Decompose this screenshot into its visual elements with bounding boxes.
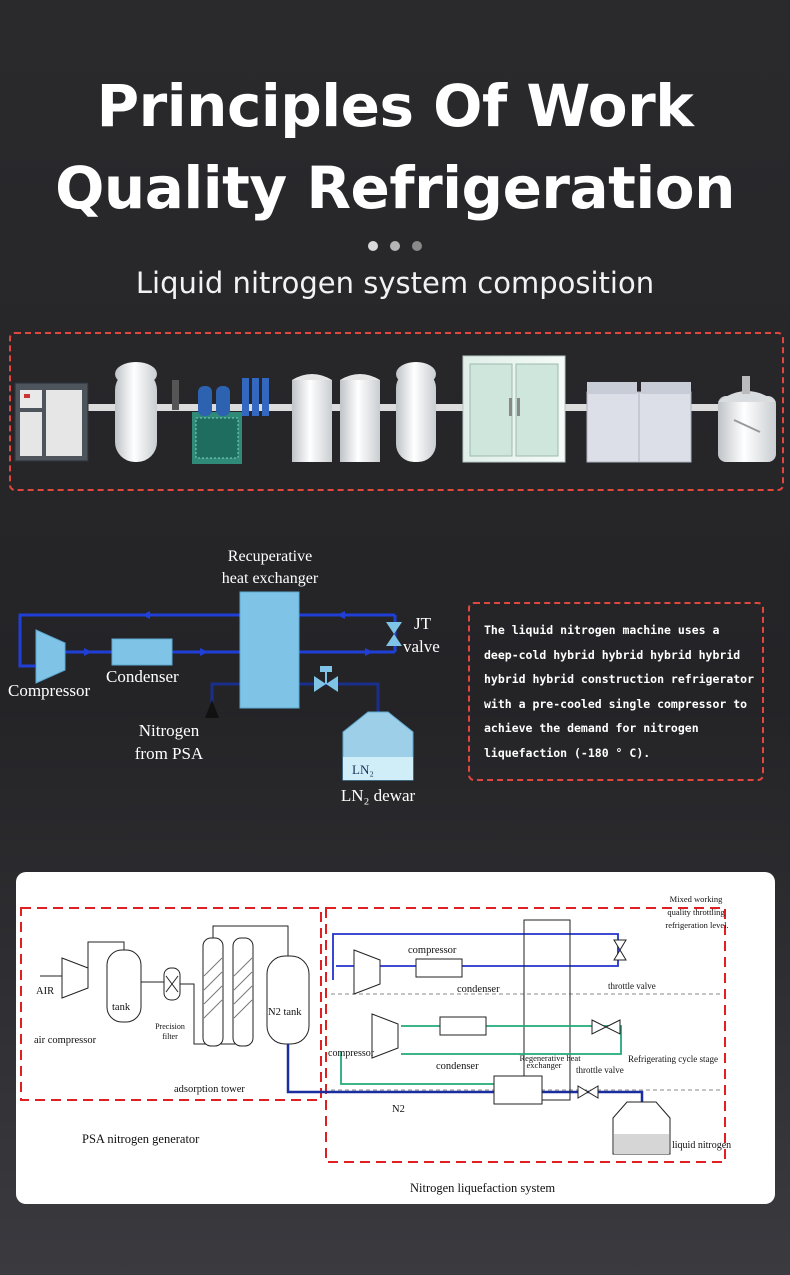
- adsorption-tower-1: [202, 937, 224, 1047]
- compressor-label: Compressor: [8, 681, 91, 700]
- section-subtitle: Liquid nitrogen system composition: [135, 266, 655, 300]
- top-condenser-label: condenser: [457, 984, 500, 995]
- cold-box-icon: [462, 355, 566, 463]
- bottom-condenser-icon: [439, 1016, 487, 1036]
- bottom-throttle-valve-label: throttle valve: [576, 1065, 624, 1075]
- n2-throttle-valve-icon: [587, 1085, 599, 1099]
- top-throttle-valve-label: throttle valve: [608, 981, 656, 991]
- bottom-compressor-label: compressor: [328, 1048, 375, 1059]
- psa-generator-label: PSA nitrogen generator: [82, 1132, 200, 1146]
- air-compressor-icon: [61, 957, 89, 999]
- nitrogen-label-line2: from PSA: [135, 744, 204, 763]
- liquefaction-system-label: Nitrogen liquefaction system: [410, 1181, 555, 1195]
- regenerative-label-line2: exchanger: [527, 1060, 562, 1070]
- filter-icon: [172, 380, 179, 410]
- equipment-lineup-frame: [9, 332, 784, 491]
- condenser-icon: [111, 638, 173, 666]
- mixed-label-line2: quality throttling: [667, 907, 725, 917]
- refrigeration-units-icon: [586, 382, 692, 463]
- nitrogen-valve-icon: [326, 676, 338, 692]
- precision-filter-label-line1: Precision: [155, 1022, 185, 1031]
- air-tank-icon: [115, 362, 157, 462]
- regenerative-exchanger-box: [493, 1075, 543, 1105]
- n2-tank-icon: [266, 955, 310, 1045]
- bottom-condenser-label: condenser: [436, 1061, 479, 1072]
- adsorption-tower-label: adsorption tower: [174, 1084, 245, 1095]
- recuperative-label-line1: Recuperative: [228, 548, 312, 565]
- nitrogen-label-line1: Nitrogen: [139, 721, 200, 740]
- mixed-label-line1: Mixed working: [670, 894, 723, 904]
- carousel-dot-3[interactable]: [412, 241, 423, 251]
- page-title-line2: Quality Refrigeration: [55, 154, 735, 222]
- top-compressor-icon: [353, 949, 381, 995]
- n2-tank-label: N2 tank: [268, 1007, 302, 1018]
- liquid-nitrogen-label: liquid nitrogen: [672, 1140, 731, 1151]
- mixed-label-line3: refrigeration level.: [665, 920, 728, 930]
- refrigeration-cycle-diagram: Recuperative heat exchanger LN₂ JT valve…: [8, 548, 440, 805]
- ln2-dewar-label: LN₂ dewar: [341, 786, 416, 805]
- air-compressor-label: air compressor: [34, 1035, 97, 1046]
- air-label: AIR: [36, 986, 54, 997]
- return-flow-line: [18, 613, 395, 668]
- equipment-lineup-illustration: [14, 355, 776, 464]
- compressor-icon: [35, 629, 66, 684]
- process-diagram-panel: AIR tank air compressor Precision filter…: [16, 872, 775, 1204]
- ln2-dewar-icon: [718, 376, 776, 462]
- adsorption-tower-2: [232, 937, 254, 1047]
- refrigerating-cycle-label: Refrigerating cycle stage: [628, 1054, 718, 1064]
- jt-valve-icon: [386, 634, 402, 646]
- psa-tank-icon: [106, 949, 142, 1023]
- description-text: The liquid nitrogen machine uses a deep-…: [484, 623, 755, 760]
- process-flow-diagram: AIR tank air compressor Precision filter…: [20, 894, 731, 1195]
- top-condenser-icon: [415, 958, 463, 978]
- psa-region-frame: [20, 907, 322, 1101]
- recuperative-heat-exchanger: [239, 591, 300, 709]
- precision-filter-label-line2: filter: [162, 1032, 178, 1041]
- air-compressor-cabinet-icon: [14, 382, 89, 462]
- description-frame: The liquid nitrogen machine uses a deep-…: [468, 602, 764, 781]
- liquefaction-region-frame: [325, 907, 726, 1163]
- ln2-tank-label: LN₂: [352, 762, 374, 777]
- n2-line-label: N2: [392, 1104, 405, 1115]
- regenerative-heat-exchanger: [523, 919, 571, 1101]
- bottom-compressor-icon: [371, 1013, 399, 1059]
- carousel-dots: [0, 238, 790, 256]
- nitrogen-buffer-tank-icon: [396, 362, 436, 462]
- jt-label-line2: valve: [403, 637, 440, 656]
- jt-label-line1: JT: [414, 614, 432, 633]
- bottom-refrigeration-loop: [340, 1052, 536, 1085]
- top-compressor-label: compressor: [408, 945, 457, 956]
- condenser-label: Condenser: [106, 667, 179, 686]
- bottom-throttle-valve-icon: [604, 1019, 621, 1035]
- carousel-dot-2[interactable]: [390, 241, 400, 251]
- tank-label: tank: [112, 1002, 131, 1013]
- page-title-line1: Principles Of Work: [96, 72, 694, 140]
- top-throttle-valve-icon: [613, 949, 627, 961]
- adsorption-towers-icon: [292, 374, 380, 462]
- n2-output-line: [286, 1044, 508, 1094]
- recuperative-label-line2: heat exchanger: [222, 570, 319, 587]
- regenerative-label-line1: Regenerative heat: [519, 1053, 581, 1063]
- carousel-dot-1[interactable]: [367, 241, 378, 251]
- refrigerated-dryer-icon: [192, 378, 269, 464]
